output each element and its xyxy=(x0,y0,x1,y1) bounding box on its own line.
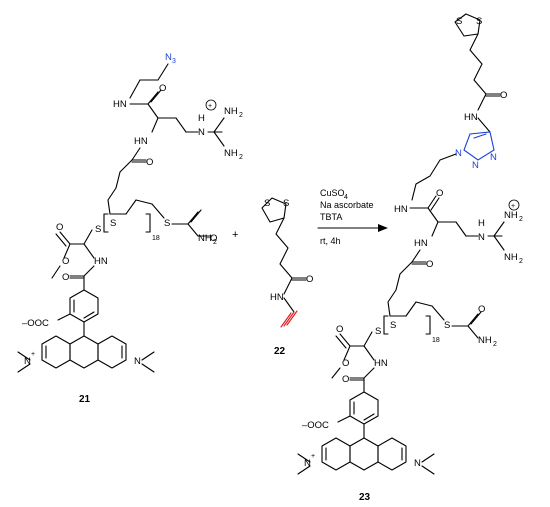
nh2-amide-23: NH xyxy=(478,335,492,346)
thioether-s-label: S xyxy=(164,218,170,229)
iminium-n-23: N xyxy=(304,458,311,469)
nh2-amide-label: NH xyxy=(198,233,212,244)
alpha-hn-label: HN xyxy=(134,136,148,147)
reagent-line-2: Na ascorbate xyxy=(320,200,374,210)
linker-hn-23: HN xyxy=(394,204,408,215)
benzamide-o-23: O xyxy=(342,374,349,385)
ester-o-label: O xyxy=(56,222,63,233)
azide-subscript: 3 xyxy=(172,58,176,65)
amide-o-22: O xyxy=(306,274,313,285)
dithiolane-s1-label-23: S xyxy=(456,16,462,27)
reaction-conditions: CuSO 4 Na ascorbate TBTA rt, 4h xyxy=(317,188,388,246)
guanidine-h-23: H xyxy=(478,218,485,229)
amide-hn-22: HN xyxy=(270,292,284,303)
svg-text:+: + xyxy=(311,453,315,460)
amide-o2-23: O xyxy=(478,304,485,315)
amide-o-23: O xyxy=(500,90,507,101)
triazole-n2: N xyxy=(472,160,479,171)
cys-nh-label: HN xyxy=(94,256,108,267)
reagent-line-3: TBTA xyxy=(320,212,342,222)
thioether-s-23: S xyxy=(444,320,450,331)
compound-21-label: 21 xyxy=(79,394,91,405)
repeat-18-label-21: 18 xyxy=(152,235,160,242)
iminium-n-label-21: N xyxy=(24,356,31,367)
svg-text:+: + xyxy=(31,351,35,358)
compound-22-structure: S S O HN 22 xyxy=(261,197,313,357)
svg-text:2: 2 xyxy=(519,216,523,223)
svg-text:2: 2 xyxy=(493,341,497,348)
svg-text:2: 2 xyxy=(239,154,243,161)
ester-o-23: O xyxy=(336,324,343,335)
polymer-s-label: S xyxy=(110,218,116,229)
carboxylate-21: –OOC xyxy=(22,318,49,329)
carbonyl-o-23: O xyxy=(436,188,443,199)
cys-s-23: S xyxy=(375,326,381,337)
methoxy-o-23: O xyxy=(342,358,349,369)
amine-n-23: N xyxy=(414,458,421,469)
guanidine-n-label: N xyxy=(198,127,205,138)
amine-n-label-21: N xyxy=(134,356,141,367)
amide-hn-label: HN xyxy=(113,99,127,110)
triazole-n3: N xyxy=(490,152,497,163)
dithiolane-s2-label-22: S xyxy=(283,198,289,209)
amide-o-label: O xyxy=(210,233,217,244)
carbonyl-o-label: O xyxy=(159,83,166,94)
linker-o-label: O xyxy=(146,157,153,168)
guanidine-nh2-top-23: NH xyxy=(504,210,518,221)
linker-o-23: O xyxy=(426,259,433,270)
guanidine-nh2-bottom: NH xyxy=(224,148,238,159)
dithiolane-s1-label-22: S xyxy=(264,198,270,209)
compound-21-structure: N 3 HN O N H NH 2 NH 2 + HN O xyxy=(17,52,243,405)
carboxylate-23: –OOC xyxy=(302,420,329,431)
cys-nh-23: HN xyxy=(374,358,388,369)
reagent-line-1: CuSO xyxy=(320,188,345,198)
svg-text:2: 2 xyxy=(519,258,523,265)
charge-plus-23: + xyxy=(511,203,515,210)
methoxy-o-label: O xyxy=(62,256,69,267)
benzamide-o-label: O xyxy=(62,272,69,283)
cys-s-label: S xyxy=(95,224,101,235)
svg-text:2: 2 xyxy=(239,112,243,119)
guanidine-n-23: N xyxy=(478,232,485,243)
amide-hn-23: HN xyxy=(464,112,478,123)
triazole-n1: N xyxy=(455,148,462,159)
plus-sign: + xyxy=(232,229,238,241)
reaction-arrowhead xyxy=(378,224,388,232)
compound-22-label: 22 xyxy=(274,346,286,357)
azide-atom: N xyxy=(165,52,172,63)
alpha-hn-23: HN xyxy=(414,238,428,249)
charge-plus-21: + xyxy=(208,103,212,110)
guanidine-nh2-bottom-23: NH xyxy=(504,252,518,263)
guanidine-h-label: H xyxy=(198,113,205,124)
svg-text:2: 2 xyxy=(213,239,217,246)
compound-23-label: 23 xyxy=(359,492,371,503)
guanidine-nh2-top: NH xyxy=(224,106,238,117)
polymer-s-23: S xyxy=(390,320,396,331)
reagent-line-4: rt, 4h xyxy=(320,236,341,246)
reagent-line-1-sub: 4 xyxy=(344,194,348,201)
compound-23-structure: S S O HN N N N HN O N H NH 2 NH 2 + xyxy=(297,13,523,503)
dithiolane-s2-label-23: S xyxy=(476,16,482,27)
repeat-18-label-23: 18 xyxy=(432,337,440,344)
